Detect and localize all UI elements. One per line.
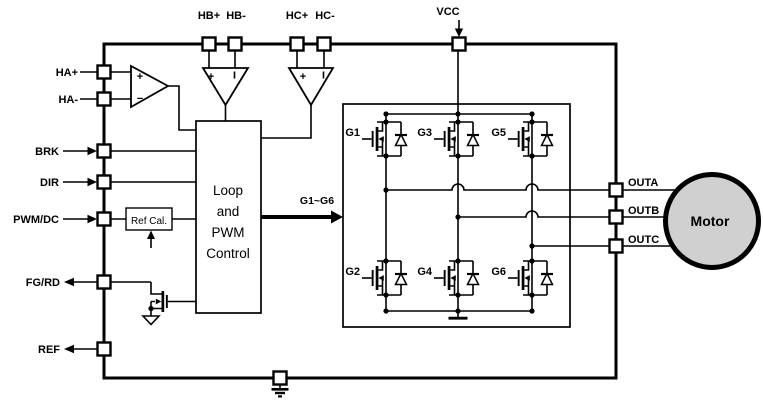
brk-in-arrow-icon [87,146,97,156]
comparator-hb [201,67,250,107]
bridge-mosfet-g5 [506,118,555,160]
label-dir: DIR [40,177,59,189]
mosfet-label-g4: G4 [417,266,433,278]
label-hb-minus: HB- [226,10,246,22]
ref-cal-label: Ref Cal. [131,216,167,227]
gate-bus-label: G1~G6 [300,195,334,207]
pin-hc-minus [316,36,332,52]
pin-arrows [64,20,464,354]
ref-cal-block [125,207,173,231]
mosfet-label-g1: G1 [345,127,360,139]
label-outa: OUTA [628,177,658,189]
fg-mosfet-gate-bar [165,295,168,308]
fg-mosfet-body-arrow-icon [155,298,162,305]
pin-outb [608,209,624,225]
fg-mosfet [141,291,168,326]
mosfet-label-g2: G2 [345,266,360,278]
label-brk: BRK [35,146,59,158]
pwmdc-in-arrow-icon [87,214,97,224]
bridge-mosfet-g6 [506,257,555,299]
gate-bus-arrowhead-icon [331,210,343,224]
pin-dir [96,174,112,190]
pin-ref [96,341,112,357]
pin-vcc [451,36,467,52]
pin-fgrd [96,274,112,290]
label-vcc: VCC [436,6,459,18]
pin-outa [608,182,624,198]
bridge-mosfet-g4 [432,257,481,299]
label-ha-plus: HA+ [56,67,78,79]
wire-comp-hc-out [261,105,312,139]
motor-label: Motor [691,213,730,229]
junction-dot [148,305,154,312]
pin-gnd [272,370,288,386]
label-fgrd: FG/RD [26,277,60,289]
bridge-box [342,103,571,328]
dir-in-arrow-icon [87,177,97,187]
wire-comp-ha-out [168,85,196,131]
comparator-ha [130,64,170,109]
comparator-ha-minus-mark: − [137,93,143,105]
bridge-mosfets: G1 G3 G5 G2 G4 G6 [345,118,555,299]
mosfet-label-g5: G5 [491,127,506,139]
wire-hb-inputs [208,50,236,68]
bridge-mosfet-g1 [360,118,409,160]
fg-mosfet-channel-bar [161,291,165,312]
fgrd-out-arrow-icon [64,277,74,287]
pin-hc-plus [289,36,305,52]
loop-block-line3: PWM [212,225,245,240]
comparators: + − + + [130,64,335,109]
wire-fg-drain [110,281,162,295]
label-hb-plus: HB+ [198,10,220,22]
chip-border [102,42,618,380]
label-hc-minus: HC- [315,10,335,22]
label-hc-plus: HC+ [286,10,308,22]
label-pwmdc: PWM/DC [13,214,59,226]
chip-ground [271,384,289,398]
pin-outc [608,238,624,254]
loop-block-line1: Loop [213,183,243,198]
ref-out-arrow-icon [64,344,74,354]
comparator-ha-plus-mark: + [137,71,143,83]
pin-hb-plus [201,36,217,52]
label-ha-minus: HA- [58,94,78,106]
wire-hc-inputs [296,50,325,68]
loop-block-line2: and [217,204,240,219]
loop-pwm-control-block [195,120,262,314]
wire-outb [458,210,665,218]
comparator-hb-plus-mark: + [208,71,214,83]
label-outc: OUTC [628,234,659,246]
pin-pwmdc [96,211,112,227]
comparator-hc-plus-mark: + [300,71,306,83]
motor-circle [663,172,761,270]
wire-outa [386,183,677,191]
pin-hb-minus [227,36,243,52]
mosfet-label-g6: G6 [491,266,506,278]
label-outb: OUTB [628,205,659,217]
bridge-mosfet-g2 [360,257,409,299]
bridge-mosfet-g3 [432,118,481,160]
pin-labels: HB+ HB- HC+ HC- VCC HA+ HA- BRK DIR PWM/… [13,6,659,356]
pins [96,36,624,386]
pin-ha-minus [96,91,112,107]
vcc-down-arrow-icon [454,28,464,37]
ref-cal-up-arrow-icon [147,230,155,239]
loop-block-line4: Control [206,246,250,261]
label-ref: REF [38,344,60,356]
comparator-hc [287,67,335,107]
mosfet-label-g3: G3 [417,127,432,139]
pin-brk [96,143,112,159]
signal-ground-icon [141,315,161,326]
pin-ha-plus [96,64,112,80]
